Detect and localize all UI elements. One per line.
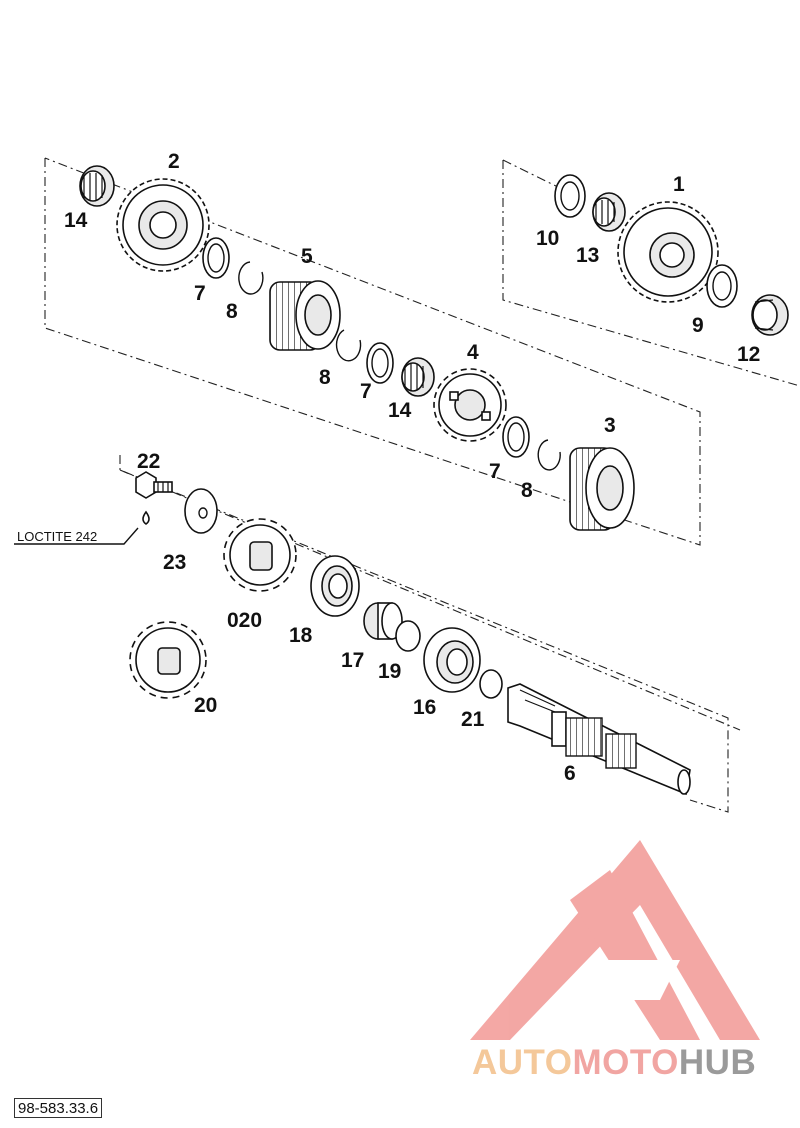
label-part-9: 9 bbox=[692, 314, 704, 337]
label-part-10: 10 bbox=[536, 227, 559, 250]
right-subassembly-top-line bbox=[502, 159, 561, 189]
gear-3 bbox=[569, 447, 635, 531]
thrust-washer-7a bbox=[202, 237, 230, 279]
label-part-7a: 7 bbox=[194, 282, 206, 305]
label-part-020: 020 bbox=[227, 609, 262, 632]
label-part-5: 5 bbox=[301, 245, 313, 268]
ball-bearing-16 bbox=[423, 627, 481, 693]
label-part-21: 21 bbox=[461, 708, 485, 731]
loctite-leader-line bbox=[14, 527, 139, 545]
washer-23 bbox=[184, 488, 218, 534]
brand-wordmark: AUTOMOTOHUB bbox=[472, 1043, 756, 1083]
label-part-19: 19 bbox=[378, 660, 401, 683]
circlip-8a bbox=[238, 261, 264, 295]
o-ring-19 bbox=[395, 620, 421, 652]
label-part-6: 6 bbox=[564, 762, 576, 785]
reference-code: 98-583.33.6 bbox=[14, 1098, 103, 1118]
label-part-7b: 7 bbox=[360, 380, 372, 403]
gear-1 bbox=[617, 201, 719, 303]
brand-part-auto: AUTO bbox=[472, 1043, 573, 1082]
sprocket-20 bbox=[129, 621, 207, 699]
right-subassembly-outline bbox=[502, 160, 800, 387]
label-part-14a: 14 bbox=[64, 209, 88, 232]
lower-shaft-axis bbox=[119, 469, 741, 731]
label-part-16: 16 bbox=[413, 696, 436, 719]
needle-bearing-14-top bbox=[79, 165, 115, 207]
label-part-17: 17 bbox=[341, 649, 364, 672]
label-part-18: 18 bbox=[289, 624, 313, 647]
thrust-washer-7b bbox=[366, 342, 394, 384]
o-ring-21 bbox=[479, 669, 503, 699]
thrust-washer-7c bbox=[502, 416, 530, 458]
gear-2 bbox=[116, 178, 210, 272]
circlip-8b bbox=[335, 329, 362, 362]
gear-4 bbox=[433, 368, 507, 442]
brand-logo-icon bbox=[470, 840, 760, 1040]
label-part-13: 13 bbox=[576, 244, 599, 267]
needle-bearing-12 bbox=[751, 294, 789, 336]
label-part-4: 4 bbox=[467, 341, 479, 364]
label-part-14b: 14 bbox=[388, 399, 412, 422]
label-part-12: 12 bbox=[737, 343, 760, 366]
brand-part-moto: MOTO bbox=[572, 1043, 679, 1082]
brand-part-hub: HUB bbox=[678, 1043, 757, 1082]
label-part-7c: 7 bbox=[489, 460, 501, 483]
thrust-washer-10 bbox=[554, 174, 586, 218]
main-shaft-6 bbox=[507, 683, 691, 796]
bolt-22 bbox=[135, 471, 173, 525]
label-part-8c: 8 bbox=[521, 479, 533, 502]
needle-bearing-13 bbox=[592, 192, 626, 232]
gear-5 bbox=[269, 280, 341, 351]
ball-bearing-18 bbox=[310, 555, 360, 617]
loctite-note: LOCTITE 242 bbox=[17, 529, 97, 544]
label-part-8b: 8 bbox=[319, 366, 331, 389]
sprocket-020 bbox=[223, 518, 297, 592]
lower-shaft-outline bbox=[119, 455, 729, 813]
upper-shaft-outline bbox=[44, 157, 701, 546]
circlip-8c bbox=[537, 439, 561, 471]
needle-bearing-14-middle bbox=[401, 357, 435, 397]
label-part-1: 1 bbox=[673, 173, 685, 196]
label-part-3: 3 bbox=[604, 414, 616, 437]
thrust-washer-9 bbox=[706, 264, 738, 308]
label-part-8a: 8 bbox=[226, 300, 238, 323]
label-part-23: 23 bbox=[163, 551, 186, 574]
spacer-17 bbox=[363, 602, 403, 640]
label-part-2: 2 bbox=[168, 150, 180, 173]
label-part-20: 20 bbox=[194, 694, 217, 717]
label-part-22: 22 bbox=[137, 450, 160, 473]
